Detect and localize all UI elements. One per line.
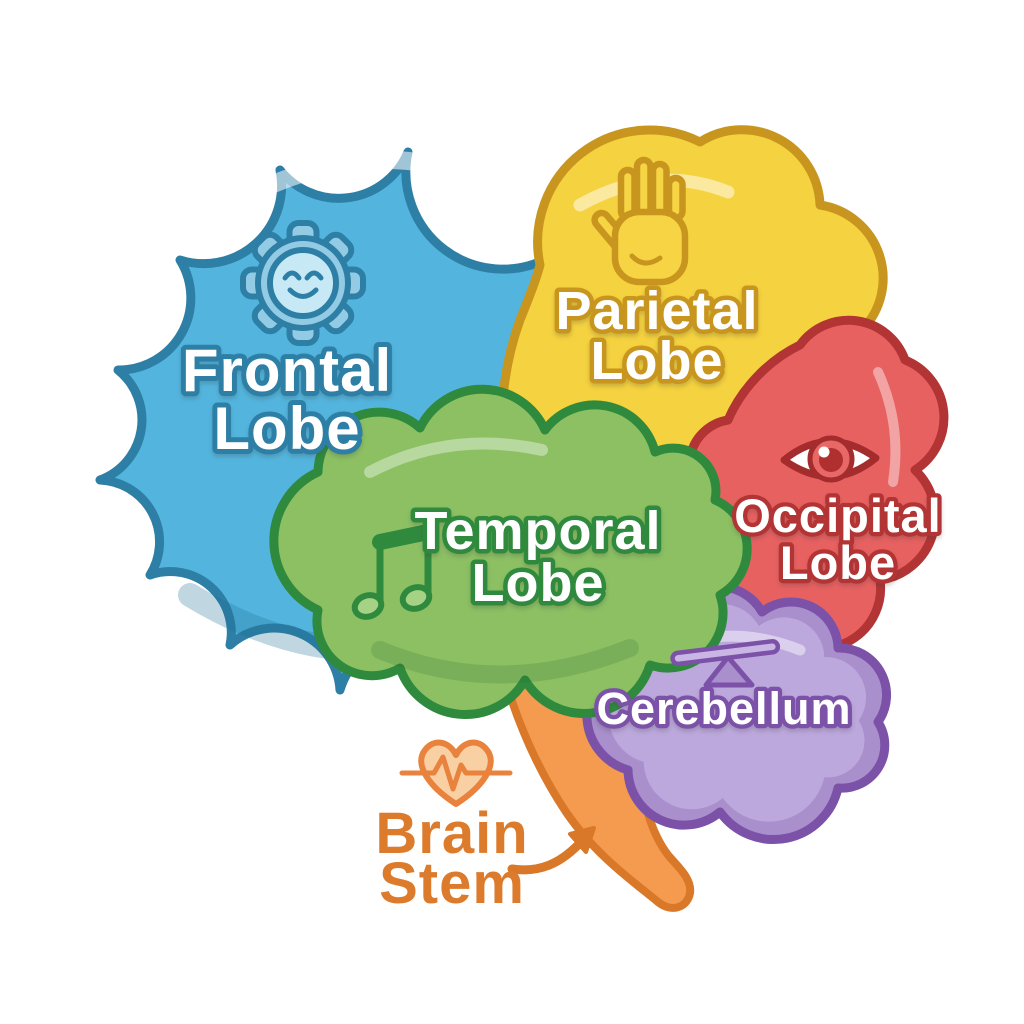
hand-icon [591,156,689,286]
parietal-lobe-label-line1: Parietal [555,281,758,341]
brain-stem-label-line1: Brain [375,801,528,866]
smiley-right-eye [304,270,324,281]
arrow-head [568,826,596,854]
frontal-lobe-label-line2: Lobe [213,395,360,462]
music-note-icon [351,524,436,620]
smiley-face [267,247,339,319]
occipital-lobe-gloss [873,367,901,487]
temporal-lobe-gloss [364,437,548,478]
hand-crease [629,253,663,266]
heart-pulse-icon [399,739,513,807]
note-beam [372,524,436,550]
seesaw-icon [670,639,781,688]
occipital-lobe-label-line1: Occipital [734,489,942,542]
note-head [399,584,433,612]
parietal-lobe-label-line2: Lobe [591,331,724,391]
temporal-lobe-shape [269,384,752,719]
frontal-lobe-label-line1: Frontal [182,337,392,404]
seesaw-plank [670,639,781,667]
gear-smile-icon [240,220,366,346]
temporal-lobe-label-line1: Temporal [414,501,661,561]
smiley-left-eye [282,270,302,281]
eye-icon [780,435,880,483]
note-head [351,592,385,620]
temporal-lobe-inner-shade [371,639,639,684]
arrow-curve [507,840,583,875]
brain-stem-label-line2: Stem [379,851,525,916]
temporal-lobe-label-line2: Lobe [472,553,605,613]
frontal-lobe-gloss [221,150,481,214]
seesaw-fulcrum [703,654,755,688]
temporal-lobe [269,384,752,719]
pulse-line [399,754,513,792]
cerebellum-label: Cerebellum [596,683,851,734]
hand-palm [611,208,689,286]
smiley-smile [287,287,319,299]
occipital-lobe-label-line2: Lobe [780,536,896,589]
brain-stem-arrow [507,826,596,875]
eye-highlight [818,446,830,458]
